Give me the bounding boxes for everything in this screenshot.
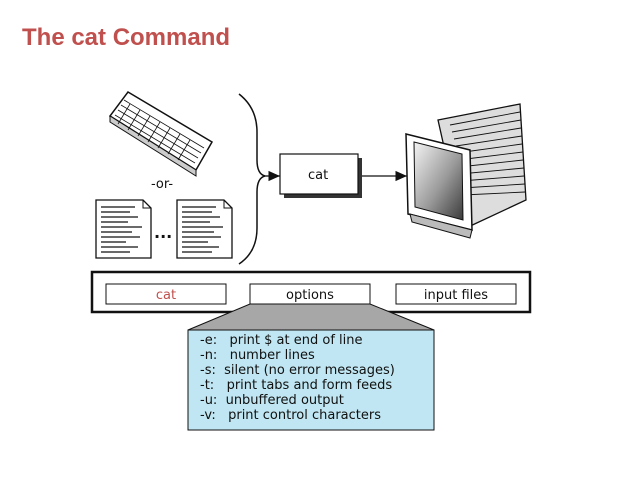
or-label: -or- — [151, 177, 173, 192]
input-brace — [238, 93, 266, 265]
slide-title: The cat Command — [22, 24, 231, 51]
monitor-icon — [405, 103, 527, 239]
option-n: -n: number lines — [200, 348, 315, 363]
file-icon-1 — [95, 199, 152, 259]
syntax-files-label: input files — [424, 288, 488, 303]
option-u: -u: unbuffered output — [200, 393, 344, 408]
syntax-command-label: cat — [156, 288, 176, 303]
option-t: -t: print tabs and form feeds — [200, 378, 393, 393]
keyboard-icon — [108, 91, 214, 177]
option-e: -e: print $ at end of line — [200, 333, 363, 348]
option-v: -v: print control characters — [200, 408, 381, 423]
cat-process-label: cat — [308, 168, 328, 183]
options-list-box — [187, 329, 435, 431]
cat-process-box — [279, 153, 362, 198]
option-s: -s: silent (no error messages) — [200, 363, 395, 378]
syntax-options-label: options — [286, 288, 334, 303]
file-icon-2 — [176, 199, 233, 259]
ellipsis-label: ... — [154, 223, 172, 242]
